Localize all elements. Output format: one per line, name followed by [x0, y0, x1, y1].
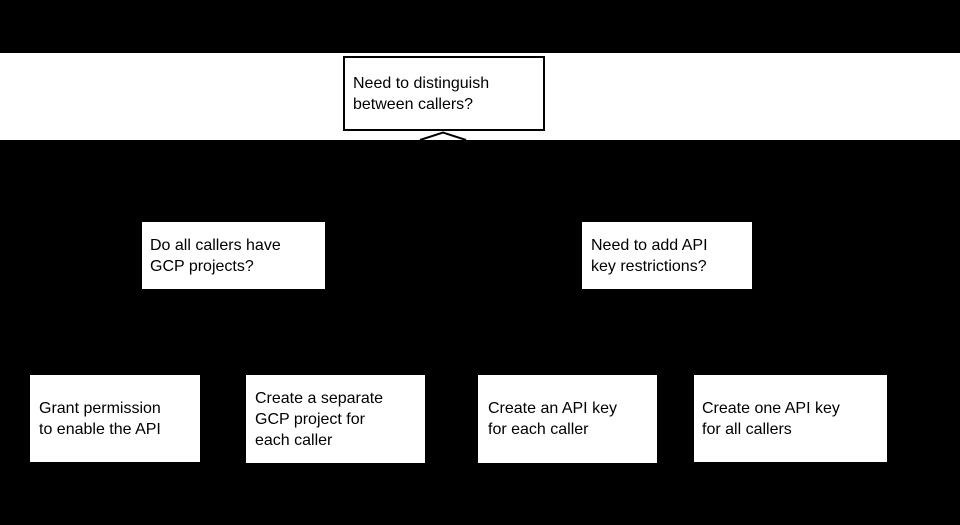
node-leaf-4-label: Create one API key for all callers [702, 399, 840, 438]
node-root-label: Need to distinguish between callers? [353, 74, 490, 113]
node-leaf-separate-gcp-project: Create a separate GCP project for each c… [246, 375, 425, 463]
node-root-question: Need to distinguish between callers? [343, 56, 545, 131]
node-branch-key-restrictions: Need to add API key restrictions? [582, 222, 752, 289]
node-leaf-grant-permission: Grant permission to enable the API [30, 375, 200, 462]
decision-diamond-tip [419, 131, 467, 140]
node-branch-right-label: Need to add API key restrictions? [591, 236, 708, 275]
node-leaf-1-label: Grant permission to enable the API [39, 399, 161, 438]
node-leaf-api-key-each-caller: Create an API key for each caller [478, 375, 657, 463]
node-branch-left-label: Do all callers have GCP projects? [150, 236, 281, 275]
node-leaf-2-label: Create a separate GCP project for each c… [255, 389, 384, 449]
node-leaf-3-label: Create an API key for each caller [488, 400, 617, 438]
node-branch-gcp-projects: Do all callers have GCP projects? [142, 222, 325, 289]
node-leaf-one-api-key-all-callers: Create one API key for all callers [694, 375, 887, 462]
